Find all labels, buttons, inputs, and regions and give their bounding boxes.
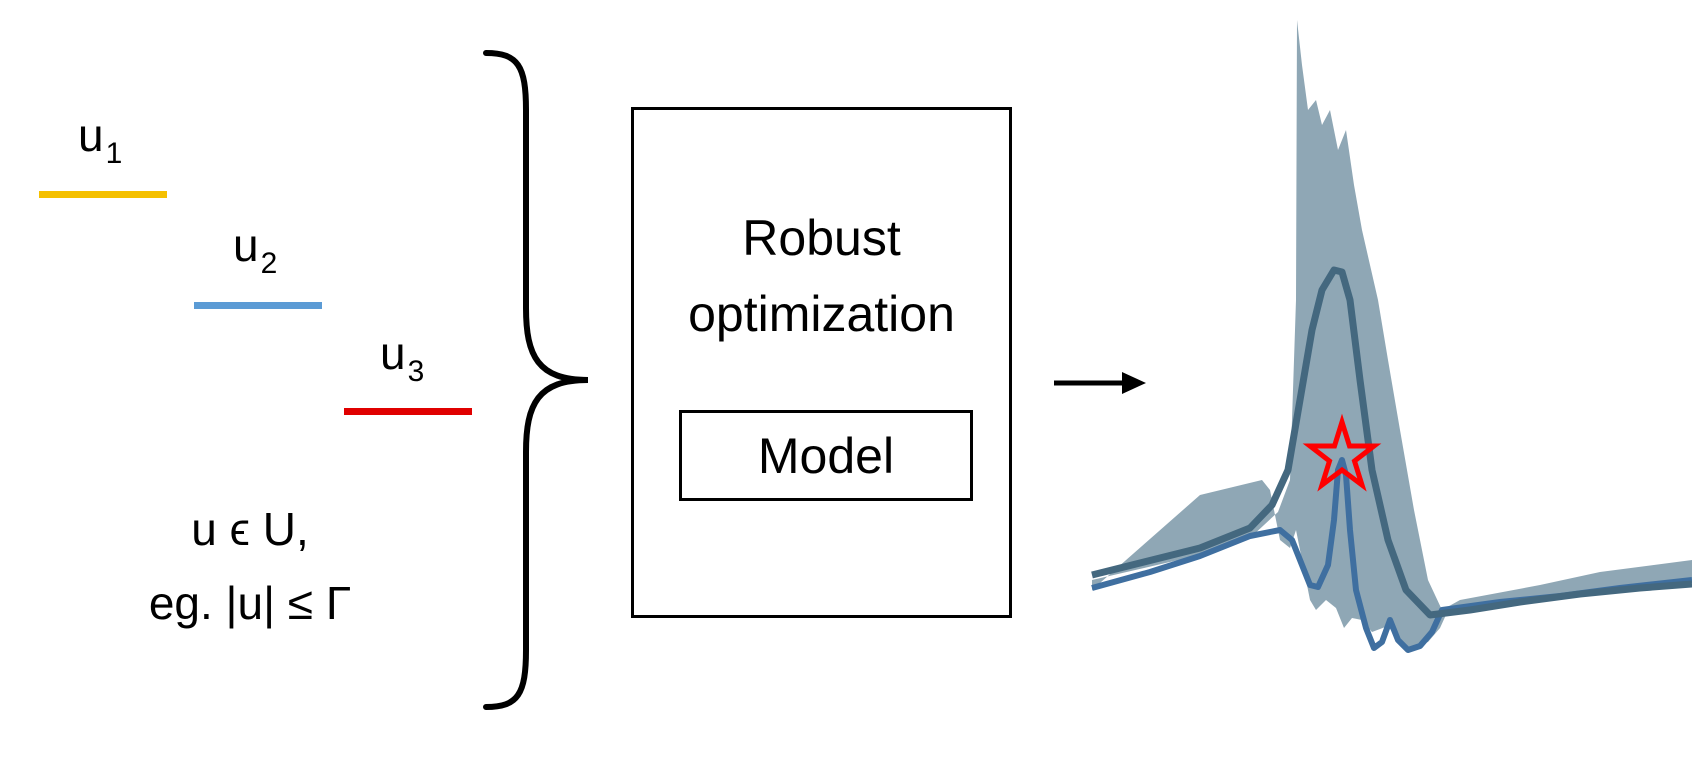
curly-brace	[483, 50, 589, 710]
constraint-line-2: eg. |u| ≤ Γ	[148, 577, 352, 629]
model-label: Model	[757, 427, 895, 484]
robust-optimization-title: Robust optimization	[688, 210, 955, 342]
uncertainty-band	[1092, 20, 1692, 648]
robust-optimization-box: Robust optimization Model	[631, 107, 1012, 618]
optimal-point-star-icon	[1302, 413, 1382, 492]
u2-line	[194, 302, 322, 309]
constraint-line-1: u ϵ U,	[191, 503, 309, 555]
model-box: Model	[679, 410, 973, 501]
u2-label: u2	[233, 219, 278, 280]
u3-line	[344, 408, 472, 415]
arrow-head	[1122, 372, 1146, 394]
u1-line	[39, 191, 167, 198]
nominal-solution-curve	[1091, 266, 1692, 619]
robust-solution-curve	[1091, 457, 1692, 653]
u1-label: u1	[78, 109, 123, 170]
u3-label: u3	[380, 327, 425, 388]
uncertainty-set-constraint: u ϵ U, eg. |u| ≤ Γ	[80, 492, 420, 640]
